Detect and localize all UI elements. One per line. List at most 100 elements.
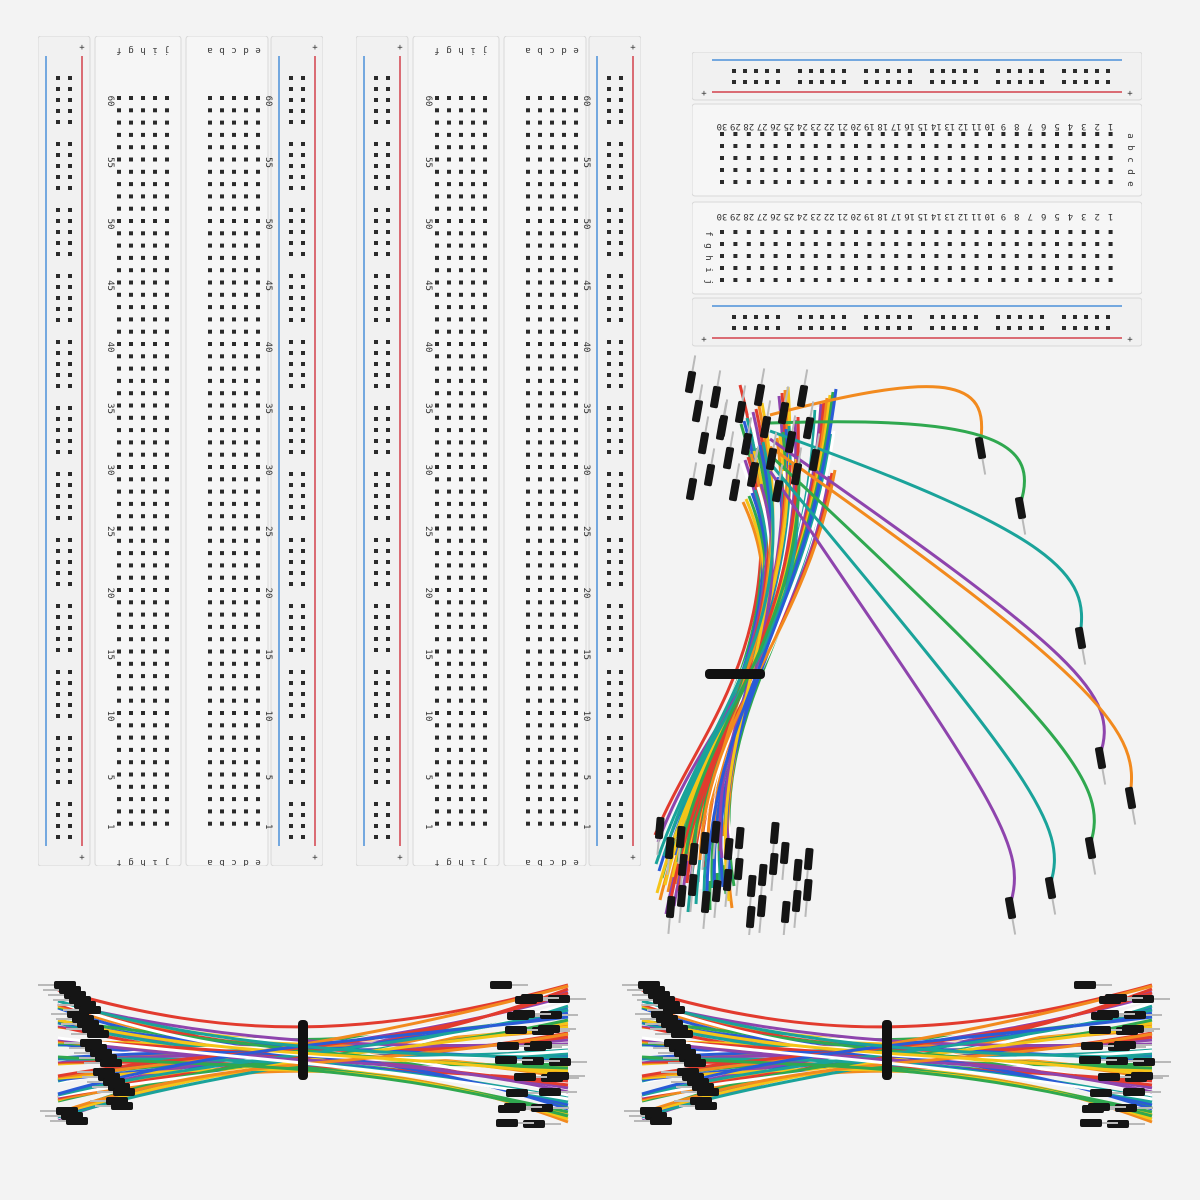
row-number: 26 [770,211,781,221]
row-letter: g [703,243,713,248]
wire-pin [777,386,790,425]
row-number: 20 [263,588,273,599]
column-letter: b [537,45,542,55]
column-letter: i [470,45,475,55]
terminal-holes [720,230,1113,282]
row-number: 25 [784,211,795,221]
wire-loose [769,437,1106,756]
row-number: 25 [581,526,591,537]
wire-pin [1074,981,1112,989]
row-number: 29 [730,121,741,131]
column-letter: e [573,45,578,55]
column-letter: b [537,857,542,866]
column-letter: j [482,857,487,866]
column-letter: f [116,857,121,866]
row-number: 40 [105,342,115,353]
column-letter: c [549,45,554,55]
wire-pin [687,873,698,912]
power-rail-top [692,52,1142,101]
wire-pin [768,852,779,891]
wire-pin [495,1056,533,1064]
row-number: 5 [1054,121,1059,131]
wire-pin [780,900,791,935]
row-number: 50 [581,219,591,230]
wire-pin [1079,1056,1117,1064]
row-number: 1 [581,824,591,829]
row-number: 19 [864,211,875,221]
row-number: 60 [423,96,433,107]
wire-pin [647,1006,685,1014]
column-letter: e [255,45,260,55]
row-number: 21 [837,211,848,221]
rail-holes [374,76,390,839]
row-number: 35 [581,403,591,414]
wire-pin [1124,786,1137,825]
wire-pin [1123,1088,1161,1096]
row-number: 35 [423,403,433,414]
row-number: 21 [837,121,848,131]
wire-loose [769,420,1026,506]
row-number: 5 [105,775,115,780]
rail-sign-top: + [397,43,403,53]
terminal-block-abcde [692,103,1142,197]
row-number: 20 [851,121,862,131]
half-breadboard: ++++112233445566778899101011111212131314… [692,52,1142,347]
column-letter: g [128,45,133,55]
wire-pin [697,416,710,455]
row-number: 15 [423,649,433,660]
row-letter: a [1125,133,1135,138]
column-letter: f [434,45,439,55]
row-number: 10 [581,711,591,722]
column-letter: d [561,45,566,55]
wire-pin [1122,1025,1160,1033]
wire-pin [1114,1041,1152,1049]
row-number: 6 [1041,121,1046,131]
row-number: 20 [105,588,115,599]
row-number: 23 [810,121,821,131]
row-number: 27 [757,211,768,221]
wire-pin [759,400,772,439]
column-letter: f [116,45,121,55]
row-letter: c [1125,157,1135,162]
rail-sign-top: + [312,43,318,53]
row-number: 16 [904,121,915,131]
rail-sign-top: + [79,43,85,53]
wire-pin [779,841,790,880]
row-number: 17 [891,211,902,221]
wire-pin [974,436,987,475]
row-number: 35 [105,403,115,414]
row-number: 60 [581,96,591,107]
column-letter: d [561,857,566,866]
wire-pin [539,1088,577,1096]
row-number: 24 [797,121,808,131]
row-number: 50 [105,219,115,230]
row-number: 23 [810,211,821,221]
wire-pin [97,1088,135,1096]
row-number: 55 [423,157,433,168]
column-letter: e [255,857,260,866]
row-number: 45 [105,280,115,291]
row-number: 15 [105,649,115,660]
row-number: 35 [263,403,273,414]
wire-pin [691,384,704,423]
row-number: 45 [581,280,591,291]
power-rail-left [356,36,409,866]
wire-pin [802,401,815,440]
rail-holes [732,69,1110,84]
row-number: 30 [105,465,115,476]
row-number: 5 [1054,211,1059,221]
wire-pin [681,1088,719,1096]
row-number: 27 [757,121,768,131]
row-number: 18 [877,121,888,131]
row-number: 22 [824,121,835,131]
cable-tie [882,1020,892,1080]
row-letter: d [1125,169,1135,174]
jumper-wire-bundle-bottom-left [38,981,587,1128]
row-number: 40 [263,342,273,353]
row-number: 15 [581,649,591,660]
wire-pin [1014,496,1027,535]
wire-pin [745,905,756,935]
rail-holes [56,76,72,839]
wire-pin [496,1119,534,1127]
row-letter: j [703,279,713,284]
